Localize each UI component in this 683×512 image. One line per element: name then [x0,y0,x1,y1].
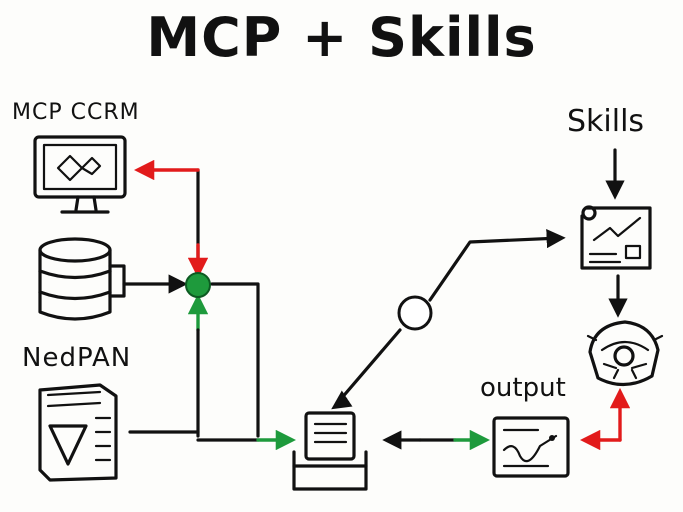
inbox-tray-icon [292,411,368,491]
diagram-title: MCP + Skills [146,6,537,69]
document-icon [38,383,118,482]
gear-dial-icon [586,320,664,387]
monitor-icon [33,135,127,214]
database-icon [38,237,126,321]
hub-node [185,272,211,298]
chart-document-icon [580,205,652,270]
skills-label: Skills [567,104,645,139]
output-label: output [480,373,566,403]
mcp-crm-label: MCP CCRM [12,100,140,125]
output-chart-icon [492,416,570,478]
nedpan-label: NedPAN [22,343,132,373]
flow-lines [122,148,631,451]
